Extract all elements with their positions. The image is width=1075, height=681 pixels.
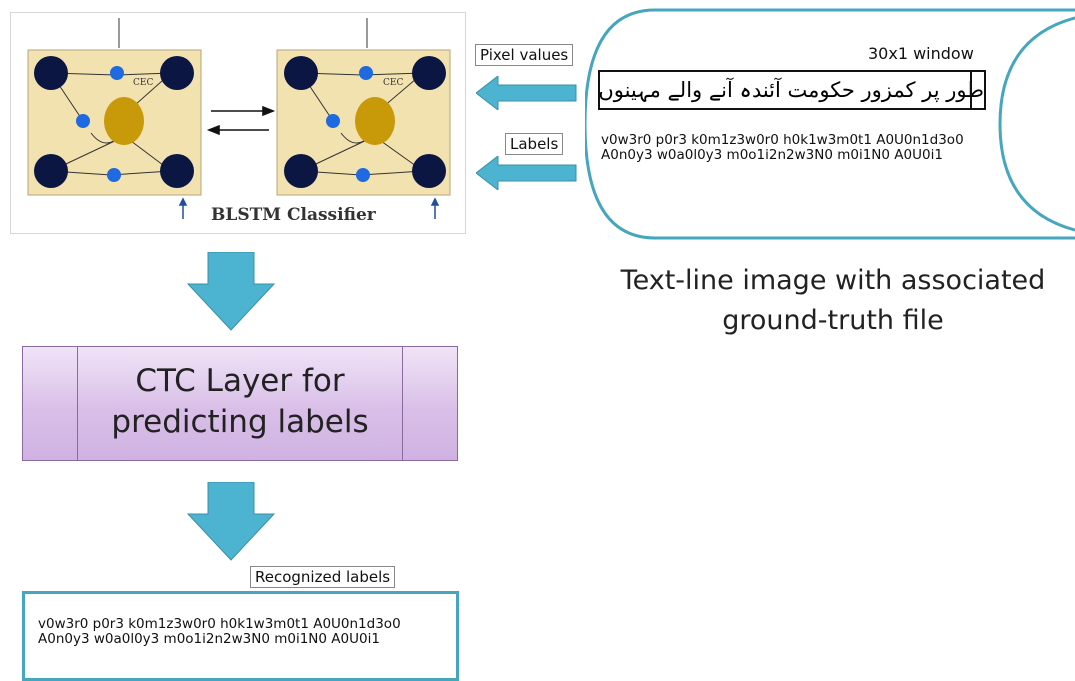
blstm-caption: BLSTM Classifier bbox=[211, 205, 376, 225]
recognized-labels-label: Recognized labels bbox=[250, 566, 396, 588]
blstm-diagram: CEC CEC bbox=[27, 18, 451, 219]
right-cell-nodes bbox=[284, 56, 446, 188]
pixel-values-label: Pixel values bbox=[475, 44, 574, 66]
ctc-layer-box: CTC Layer for predicting labels bbox=[22, 346, 458, 461]
down-arrow-to-output bbox=[186, 482, 276, 561]
ground-truth-line-2: A0n0y3 w0a0l0y3 m0o1i2n2w3N0 m0i1N0 A0U0… bbox=[601, 147, 943, 163]
down-arrow-to-ctc bbox=[186, 252, 276, 331]
ground-truth-line-1: v0w3r0 p0r3 k0m1z3w0r0 h0k1w3m0t1 A0U0n1… bbox=[601, 132, 964, 148]
text-line-caption: Text-line image with associated ground-t… bbox=[620, 265, 1046, 336]
recognized-line-2: A0n0y3 w0a0l0y3 m0o1i2n2w3N0 m0i1N0 A0U0… bbox=[38, 631, 380, 647]
labels-label: Labels bbox=[505, 133, 564, 155]
blstm-classifier-image: CEC CEC BLSTM Classifier bbox=[10, 12, 466, 234]
recognized-line-1: v0w3r0 p0r3 k0m1z3w0r0 h0k1w3m0t1 A0U0n1… bbox=[38, 616, 401, 632]
cec-label-right: CEC bbox=[383, 78, 403, 88]
text-line-panel bbox=[585, 8, 1075, 240]
ctc-left-rule bbox=[77, 347, 78, 460]
labels-arrow bbox=[476, 156, 577, 190]
ctc-layer-text: CTC Layer for predicting labels bbox=[111, 363, 369, 440]
urdu-text: طور پر کمزور حکومت آئندہ آنے والے مہینوں… bbox=[598, 78, 984, 102]
bidirectional-arrows bbox=[206, 105, 276, 136]
input-up-arrows bbox=[178, 197, 440, 219]
pixel-values-arrow bbox=[476, 76, 577, 110]
urdu-text-line-image: طور پر کمزور حکومت آئندہ آنے والے مہینوں… bbox=[598, 70, 986, 110]
left-cell-nodes bbox=[34, 56, 194, 188]
recognized-labels-box bbox=[22, 591, 459, 681]
cec-label-left: CEC bbox=[133, 78, 153, 88]
ctc-right-rule bbox=[402, 347, 403, 460]
window-size-label: 30x1 window bbox=[868, 44, 974, 63]
window-divider bbox=[970, 72, 972, 108]
